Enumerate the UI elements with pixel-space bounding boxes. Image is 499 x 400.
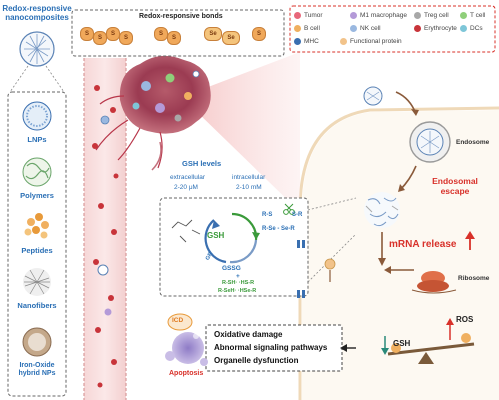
legend-item: M1 macrophage: [350, 12, 407, 19]
iron-oxide-icon: [22, 327, 52, 357]
mrna-release-label: mRNA release: [389, 239, 457, 250]
nanofiber-icon: [23, 268, 51, 296]
selenium-atom: Se: [204, 27, 222, 41]
legend-label: NK cell: [360, 25, 381, 33]
selenium-atom: Se: [222, 31, 240, 45]
legend-item: MHC: [294, 38, 319, 45]
legend-label: DCs: [470, 25, 483, 33]
legend-swatch-icon: [294, 38, 301, 45]
sulfur-atom: S: [252, 27, 266, 41]
receptors: [297, 240, 305, 298]
scissors-icon: [283, 203, 295, 215]
sulfur-atom: S: [167, 31, 181, 45]
plus-label: +: [236, 273, 240, 280]
reduced-se-label: R-Se - Se-R: [262, 226, 295, 232]
sulfur-atom: S: [80, 27, 94, 41]
endosomal-escape-label: Endosomal escape: [432, 176, 478, 197]
carrier-label-lnps: LNPs: [27, 135, 47, 144]
carrier-label-nanofibers: Nanofibers: [17, 301, 57, 310]
sulfur-atom: S: [154, 27, 168, 41]
icd-label: ICD: [172, 317, 184, 324]
endosome-icon: [409, 121, 451, 163]
legend-item: NK cell: [350, 25, 381, 32]
legend-item: B cell: [294, 25, 320, 32]
icd-badge: [167, 313, 193, 331]
polymer-icon: [22, 157, 52, 187]
product-2-label: R-SeH· ·HSe-R: [218, 288, 257, 294]
magnify-beam: [195, 52, 300, 212]
effect-organelle-dysfunction: Organelle dysfunction: [214, 356, 299, 365]
gssg-label: GSSG: [222, 265, 241, 272]
blood-vessel: [84, 58, 126, 400]
seesaw-gsh-label: GSH: [393, 339, 411, 348]
legend-label: Erythrocyte: [424, 25, 457, 33]
gsh-extracellular-label: extracellular: [170, 174, 206, 181]
legend-swatch-icon: [294, 25, 301, 32]
legend-item: DCs: [460, 25, 483, 32]
cell-legend: Tumor M1 macrophage Treg cell T cell B cell N…: [294, 10, 492, 50]
legend-item: Functional protein: [340, 38, 402, 45]
disassembled-nanoparticle: [364, 192, 400, 228]
legend-label: T cell: [470, 12, 486, 20]
bonds-panel: [71, 9, 285, 57]
product-1-label: R-SH· ·HS-R: [222, 280, 255, 286]
legend-swatch-icon: [350, 12, 357, 19]
apoptotic-cell: [165, 332, 208, 366]
gsh-levels-title: GSH levels: [182, 159, 222, 168]
legend-swatch-icon: [414, 12, 421, 19]
ribosome-icon: [411, 271, 457, 294]
reduced-right-label: S-R: [292, 212, 303, 218]
tumor-mass: [95, 55, 211, 169]
legend-swatch-icon: [294, 12, 301, 19]
legend-swatch-icon: [414, 25, 421, 32]
legend-label: M1 macrophage: [360, 12, 407, 20]
legend-swatch-icon: [340, 38, 347, 45]
ribosome-label: Ribosome: [458, 275, 490, 282]
gsh-molecule-label: GSH: [207, 231, 225, 240]
effect-oxidative-damage: Oxidative damage: [214, 330, 283, 339]
legend-swatch-icon: [460, 12, 467, 19]
effect-signaling-pathways: Abnormal signaling pathways: [214, 343, 328, 352]
incoming-nanoparticle: [363, 86, 383, 106]
legend-label: Functional protein: [350, 38, 402, 46]
legend-item: Tumor: [294, 12, 323, 19]
lnp-icon: [22, 101, 52, 131]
figure-title: Redox-responsive nanocomposites: [2, 4, 72, 23]
legend-swatch-icon: [350, 25, 357, 32]
sulfur-atom: S: [93, 31, 107, 45]
legend-label: B cell: [304, 25, 320, 33]
endosome-label: Endosome: [456, 139, 490, 146]
surface-protein: [324, 258, 336, 270]
legend-label: Treg cell: [424, 12, 449, 20]
gsh-intracellular-value: 2-10 mM: [236, 184, 262, 191]
gsh-intracellular-label: intracellular: [232, 174, 266, 181]
sulfur-atom: S: [106, 27, 120, 41]
carrier-label-peptides: Peptides: [21, 246, 53, 255]
bonds-title: Redox-responsive bonds: [139, 13, 223, 20]
apoptosis-label: Apoptosis: [169, 370, 204, 377]
sulfur-atom: S: [119, 31, 133, 45]
legend-item: Treg cell: [414, 12, 449, 19]
carrier-label-polymers: Polymers: [20, 191, 54, 200]
vessel-cells: [92, 85, 119, 388]
legend-label: Tumor: [304, 12, 323, 20]
peptide-icon: [24, 213, 49, 239]
reduced-left-label: R-S: [262, 212, 273, 218]
gsh-cycle: [171, 212, 260, 264]
nanocomposite-icon: [19, 31, 55, 67]
gsh-extracellular-value: 2-20 μM: [174, 184, 198, 191]
balance-seesaw: [387, 333, 475, 364]
carrier-panel: [7, 91, 67, 397]
legend-label: MHC: [304, 38, 319, 46]
legend-swatch-icon: [460, 25, 467, 32]
carrier-label-iron-oxide: Iron-Oxide hybrid NPs: [18, 362, 56, 378]
seesaw-ros-label: ROS: [456, 315, 474, 324]
gsh-panel: [159, 197, 309, 297]
legend-item: T cell: [460, 12, 485, 19]
legend-item: Erythrocyte: [414, 25, 457, 32]
